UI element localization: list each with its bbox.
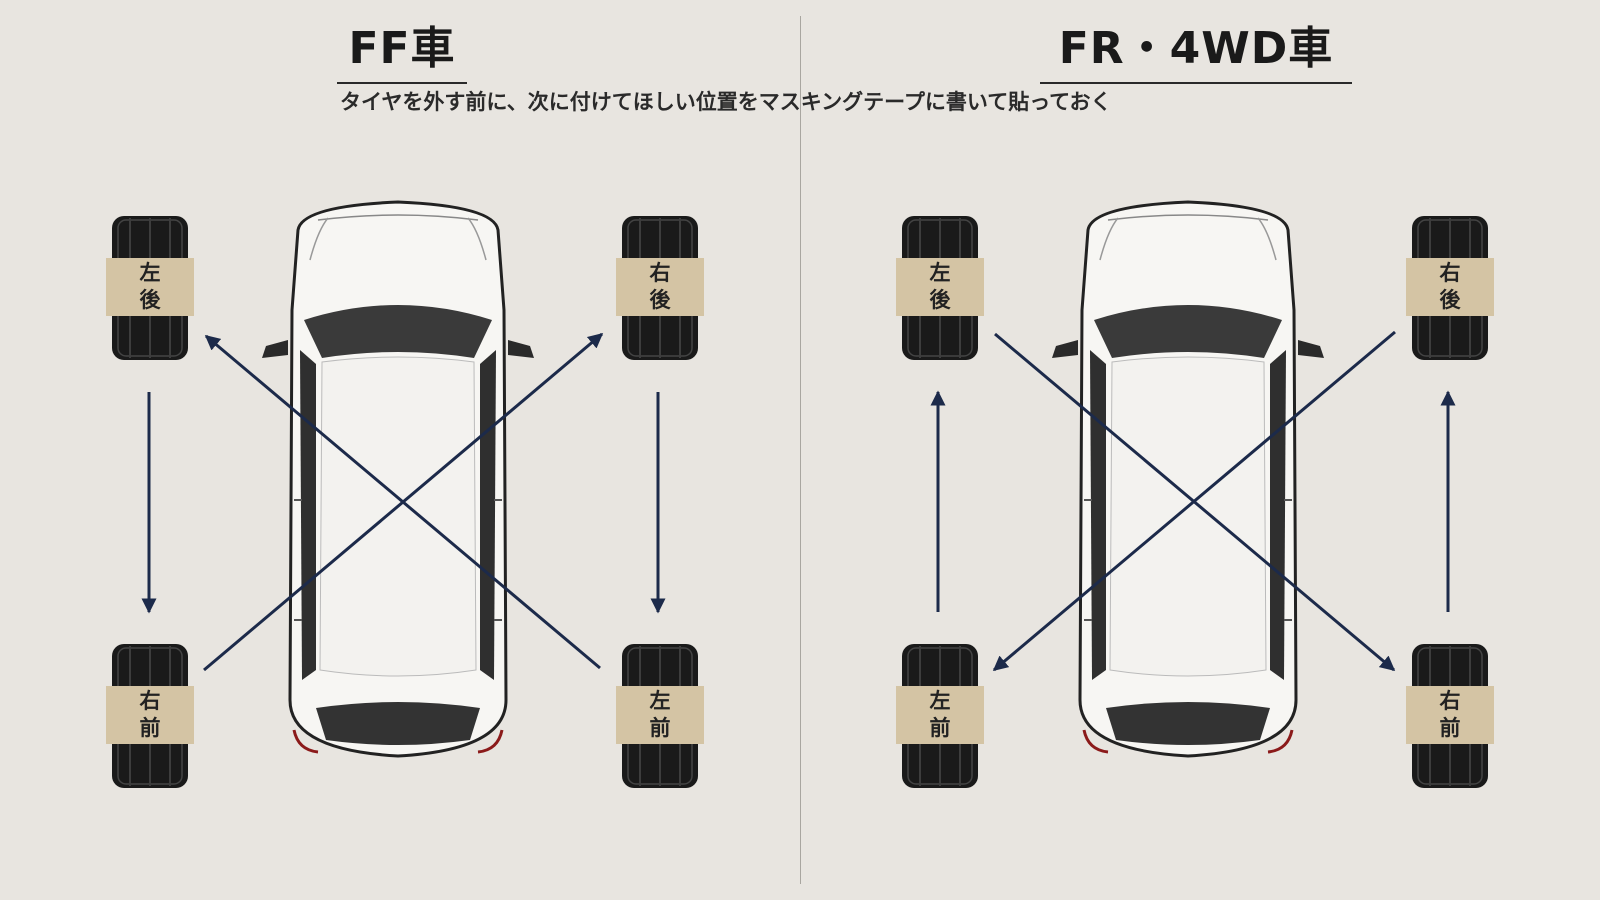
tape-line-2: 後 [649,288,671,312]
ff-tire-bottom-left: 右 前 [106,642,194,790]
fr-tire-bottom-right: 右 前 [1406,642,1494,790]
tape-line-1: 右 [139,689,161,713]
tape-label: 右 前 [106,686,194,744]
tape-line-1: 右 [1439,689,1461,713]
fr-tire-bottom-left: 左 前 [896,642,984,790]
tape-line-1: 左 [929,689,951,713]
tape-line-2: 後 [1439,288,1461,312]
tape-line-1: 左 [139,261,161,285]
tape-line-2: 前 [139,716,161,740]
fr-tire-top-right: 右 後 [1406,214,1494,362]
tape-label: 左 前 [896,686,984,744]
tape-line-2: 後 [929,288,951,312]
tape-line-1: 左 [929,261,951,285]
fr-tire-top-left: 左 後 [896,214,984,362]
ff-tire-bottom-right: 左 前 [616,642,704,790]
tape-label: 右 後 [1406,258,1494,316]
tape-line-1: 右 [649,261,671,285]
ff-tire-top-left: 左 後 [106,214,194,362]
fr-car [1048,200,1328,760]
tape-line-2: 前 [649,716,671,740]
tape-label: 左 後 [106,258,194,316]
tape-label: 左 前 [616,686,704,744]
tape-label: 右 後 [616,258,704,316]
tape-line-2: 前 [929,716,951,740]
fr-title: FR・4WD車 [1040,12,1352,84]
ff-arrow-front-left-to-rear-right [203,332,604,672]
tape-line-2: 前 [1439,716,1461,740]
fr-arrow-rear-right-to-front-left [992,330,1396,672]
tape-label: 右 前 [1406,686,1494,744]
ff-title: FF車 [337,12,467,84]
center-divider [800,16,801,884]
ff-tire-top-right: 右 後 [616,214,704,362]
ff-car [258,200,538,760]
tape-line-1: 左 [649,689,671,713]
instruction-text: タイヤを外す前に、次に付けてほしい位置をマスキングテープに書いて貼っておく [340,90,1112,114]
tape-label: 左 後 [896,258,984,316]
tape-line-1: 右 [1439,261,1461,285]
tape-line-2: 後 [139,288,161,312]
